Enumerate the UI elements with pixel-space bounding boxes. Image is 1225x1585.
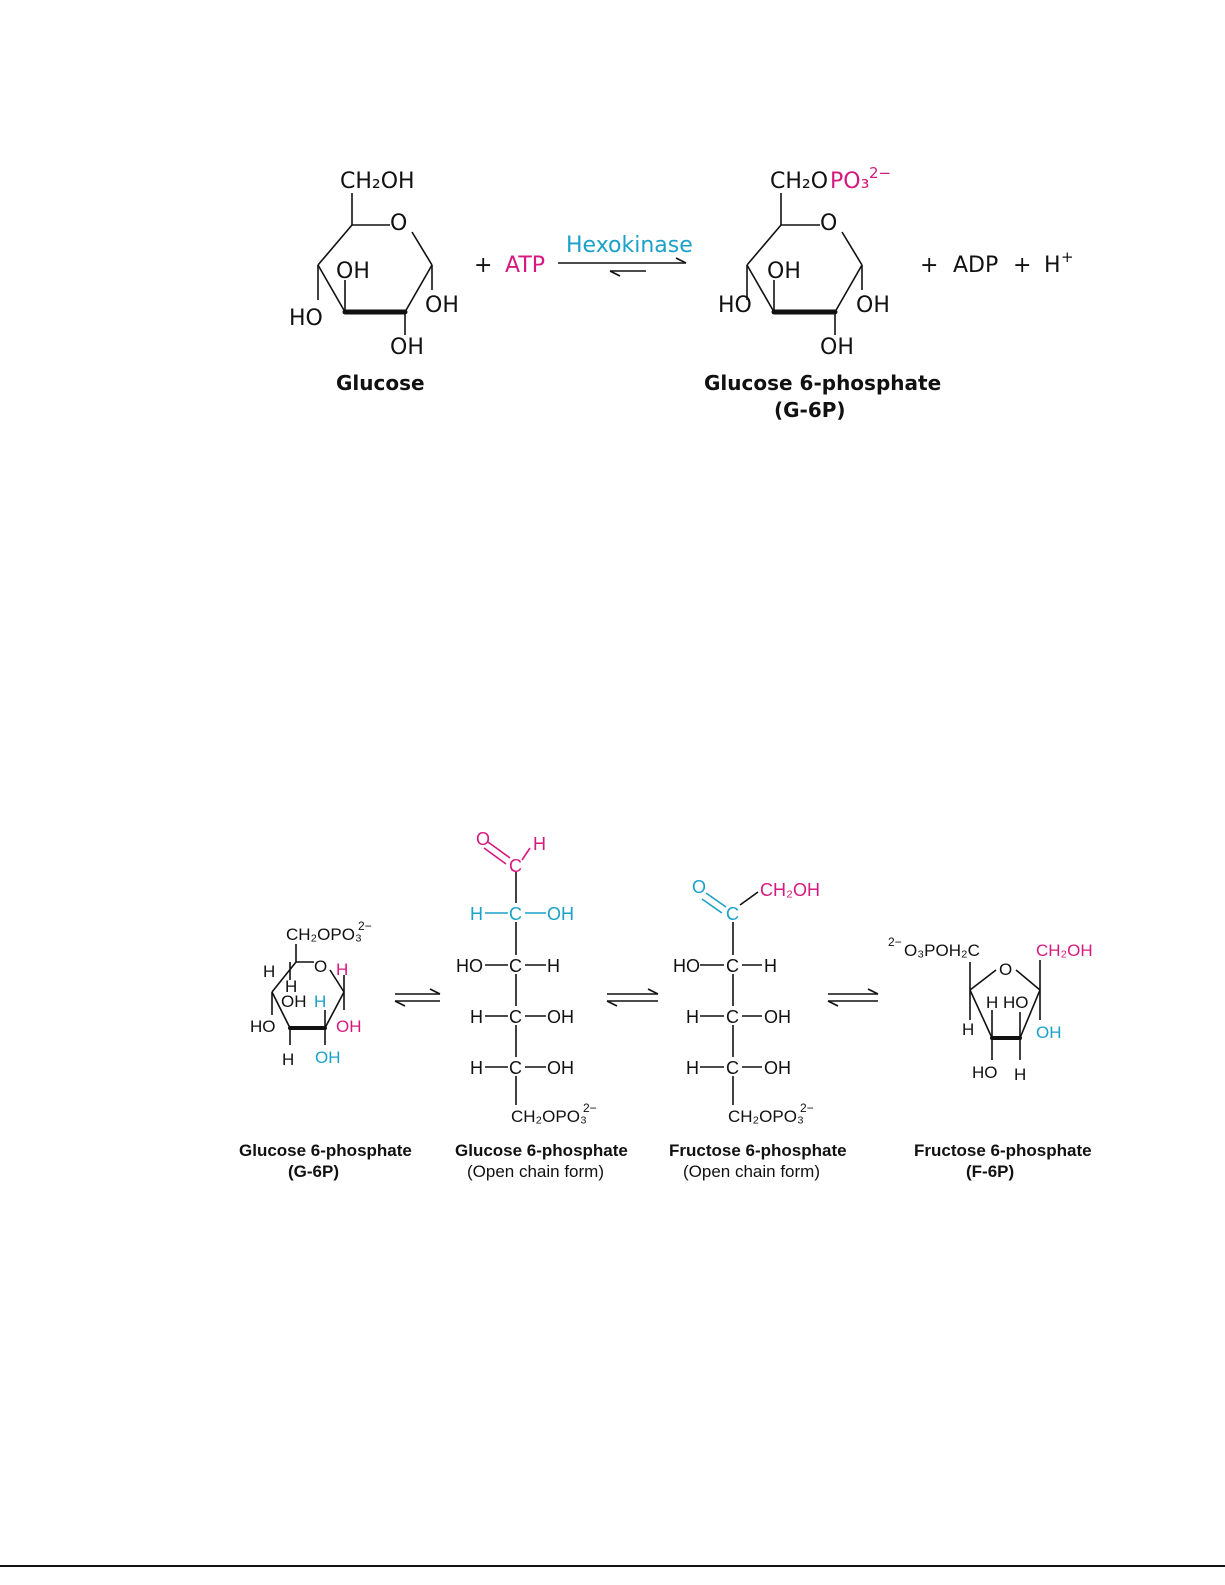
f6p-open-h-c4: H (686, 1007, 699, 1027)
g6p-ring-ho: HO (250, 1017, 276, 1036)
g6p-ring-oh: OH (281, 992, 307, 1011)
g6p-open-form: (Open chain form) (467, 1162, 604, 1181)
glucose-name: Glucose (336, 371, 425, 395)
f6p-ring-o3pohc: O₃POH₂C (904, 941, 980, 960)
g6p-structure: CH₂O PO₃ 2− O OH OH HO OH Glucose 6-phos… (704, 164, 941, 422)
f6p-open-c4: C (726, 1007, 739, 1027)
g6p-open-c5: C (509, 1058, 522, 1078)
f6p-open-c5: C (726, 1058, 739, 1078)
glucose-ho-left: HO (289, 306, 323, 331)
g6p-ring-oh-magenta: OH (336, 1017, 362, 1036)
g6p-open-charge: 2− (583, 1101, 597, 1115)
g6p-charge-label: 2− (869, 164, 891, 182)
g6p-ring-charge: 2− (358, 919, 372, 933)
g6p-open-h-c3: H (547, 956, 560, 976)
g6p-name: Glucose 6-phosphate (704, 371, 941, 395)
g6p-ring-name: Glucose 6-phosphate (239, 1141, 412, 1160)
f6p-open-h-c5: H (686, 1058, 699, 1078)
g6p-abbr: (G-6P) (774, 398, 846, 422)
f6p-ring-abbr: (F-6P) (966, 1162, 1014, 1181)
f6p-open-c3: C (726, 956, 739, 976)
g6p-open-ho-c3: HO (456, 956, 483, 976)
g6p-open-chain-structure: O C H H C OH HO C H H C OH H C OH CH₂OPO… (455, 829, 628, 1181)
g6p-open-name: Glucose 6-phosphate (455, 1141, 628, 1160)
f6p-ring-h-left: H (962, 1020, 974, 1039)
f6p-open-chain-structure: O C CH₂OH HO C H H C OH H C OH CH₂OPO₃ 2… (669, 877, 847, 1181)
g6p-ring-h-cyan: H (314, 992, 326, 1011)
f6p-open-charge: 2− (800, 1101, 814, 1115)
equilibrium-arrow-1 (394, 988, 441, 1007)
f6p-open-oh-c5: OH (764, 1058, 791, 1078)
g6p-ring-h1: H (263, 962, 275, 981)
g6p-ring-abbr: (G-6P) (288, 1162, 339, 1181)
g6p-open-h-c2: H (470, 904, 483, 924)
f6p-open-name: Fructose 6-phosphate (669, 1141, 847, 1160)
proton-charge: + (1061, 248, 1074, 266)
g6p-ring-h2: H (285, 977, 297, 996)
g6p-oh-right: OH (856, 293, 890, 318)
f6p-ring-oxygen: O (999, 960, 1012, 979)
g6p-open-c1: C (509, 856, 522, 876)
plus-sign: + (1013, 253, 1031, 278)
equilibrium-arrow-2 (606, 988, 659, 1007)
f6p-open-bottom: CH₂OPO₃ (728, 1107, 804, 1126)
f6p-ring-ch2oh: CH₂OH (1036, 941, 1093, 960)
f6p-open-oh-c4: OH (764, 1007, 791, 1027)
glucose-ring-oxygen: O (390, 211, 407, 236)
equilibrium-arrow-3 (827, 988, 879, 1007)
glucose-oh-right: OH (425, 293, 459, 318)
g6p-open-c3: C (509, 956, 522, 976)
f6p-open-c2: C (726, 904, 739, 924)
g6p-ch2o-label: CH₂O (770, 169, 828, 194)
enzyme-label: Hexokinase (566, 233, 693, 258)
f6p-open-ho-c3: HO (673, 956, 700, 976)
g6p-ring-ch2opo3: CH₂OPO₃ (286, 925, 362, 944)
g6p-open-h-c5: H (470, 1058, 483, 1078)
g6p-open-bottom: CH₂OPO₃ (511, 1107, 587, 1126)
g6p-open-c4: C (509, 1007, 522, 1027)
glucose-ch2oh-label: CH₂OH (340, 169, 415, 194)
proton-label: H (1044, 253, 1061, 278)
f6p-ring-charge: 2− (888, 935, 902, 949)
atp-label: ATP (505, 253, 545, 278)
g6p-open-o: O (476, 829, 490, 849)
g6p-open-oh-c4: OH (547, 1007, 574, 1027)
g6p-open-oh-c5: OH (547, 1058, 574, 1078)
f6p-open-h-c3: H (764, 956, 777, 976)
g6p-open-h-c4: H (470, 1007, 483, 1027)
g6p-ring-oh-cyan: OH (315, 1048, 341, 1067)
page-bottom-rule (0, 1565, 1225, 1567)
f6p-ring-structure: 2− O₃POH₂C CH₂OH O H HO H OH HO H Fructo… (888, 935, 1093, 1181)
f6p-open-ch2oh: CH₂OH (760, 880, 820, 900)
f6p-ring-oh-cyan: OH (1036, 1023, 1062, 1042)
f6p-ring-h-bottom: H (1014, 1065, 1026, 1084)
glucose-structure: CH₂OH O OH OH HO OH Glucose (289, 169, 459, 395)
hexokinase-arrow: Hexokinase (558, 233, 693, 277)
g6p-open-h1: H (533, 834, 546, 854)
g6p-po3-label: PO₃ (830, 169, 869, 194)
adp-label: ADP (953, 253, 998, 278)
g6p-ring-oxygen: O (314, 957, 327, 976)
g6p-ring-structure: CH₂OPO₃ 2− H O H H OH H HO OH H OH Gluco… (239, 919, 412, 1181)
g6p-ho-left: HO (718, 293, 752, 318)
f6p-ring-h-ho: H HO (986, 993, 1029, 1012)
f6p-ring-name: Fructose 6-phosphate (914, 1141, 1092, 1160)
g6p-oh-top: OH (767, 259, 801, 284)
g6p-ring-oxygen: O (820, 211, 837, 236)
g6p-oh-bottom: OH (820, 335, 854, 360)
f6p-open-o: O (692, 877, 706, 897)
f6p-open-form: (Open chain form) (683, 1162, 820, 1181)
g6p-ring-h-magenta: H (336, 960, 348, 979)
g6p-open-c2: C (509, 904, 522, 924)
glucose-oh-top: OH (336, 259, 370, 284)
plus-sign: + (474, 253, 492, 278)
f6p-ring-ho-bottom: HO (972, 1063, 998, 1082)
g6p-ring-h3: H (282, 1050, 294, 1069)
plus-sign: + (920, 253, 938, 278)
glucose-oh-bottom: OH (390, 335, 424, 360)
g6p-open-oh-c2: OH (547, 904, 574, 924)
